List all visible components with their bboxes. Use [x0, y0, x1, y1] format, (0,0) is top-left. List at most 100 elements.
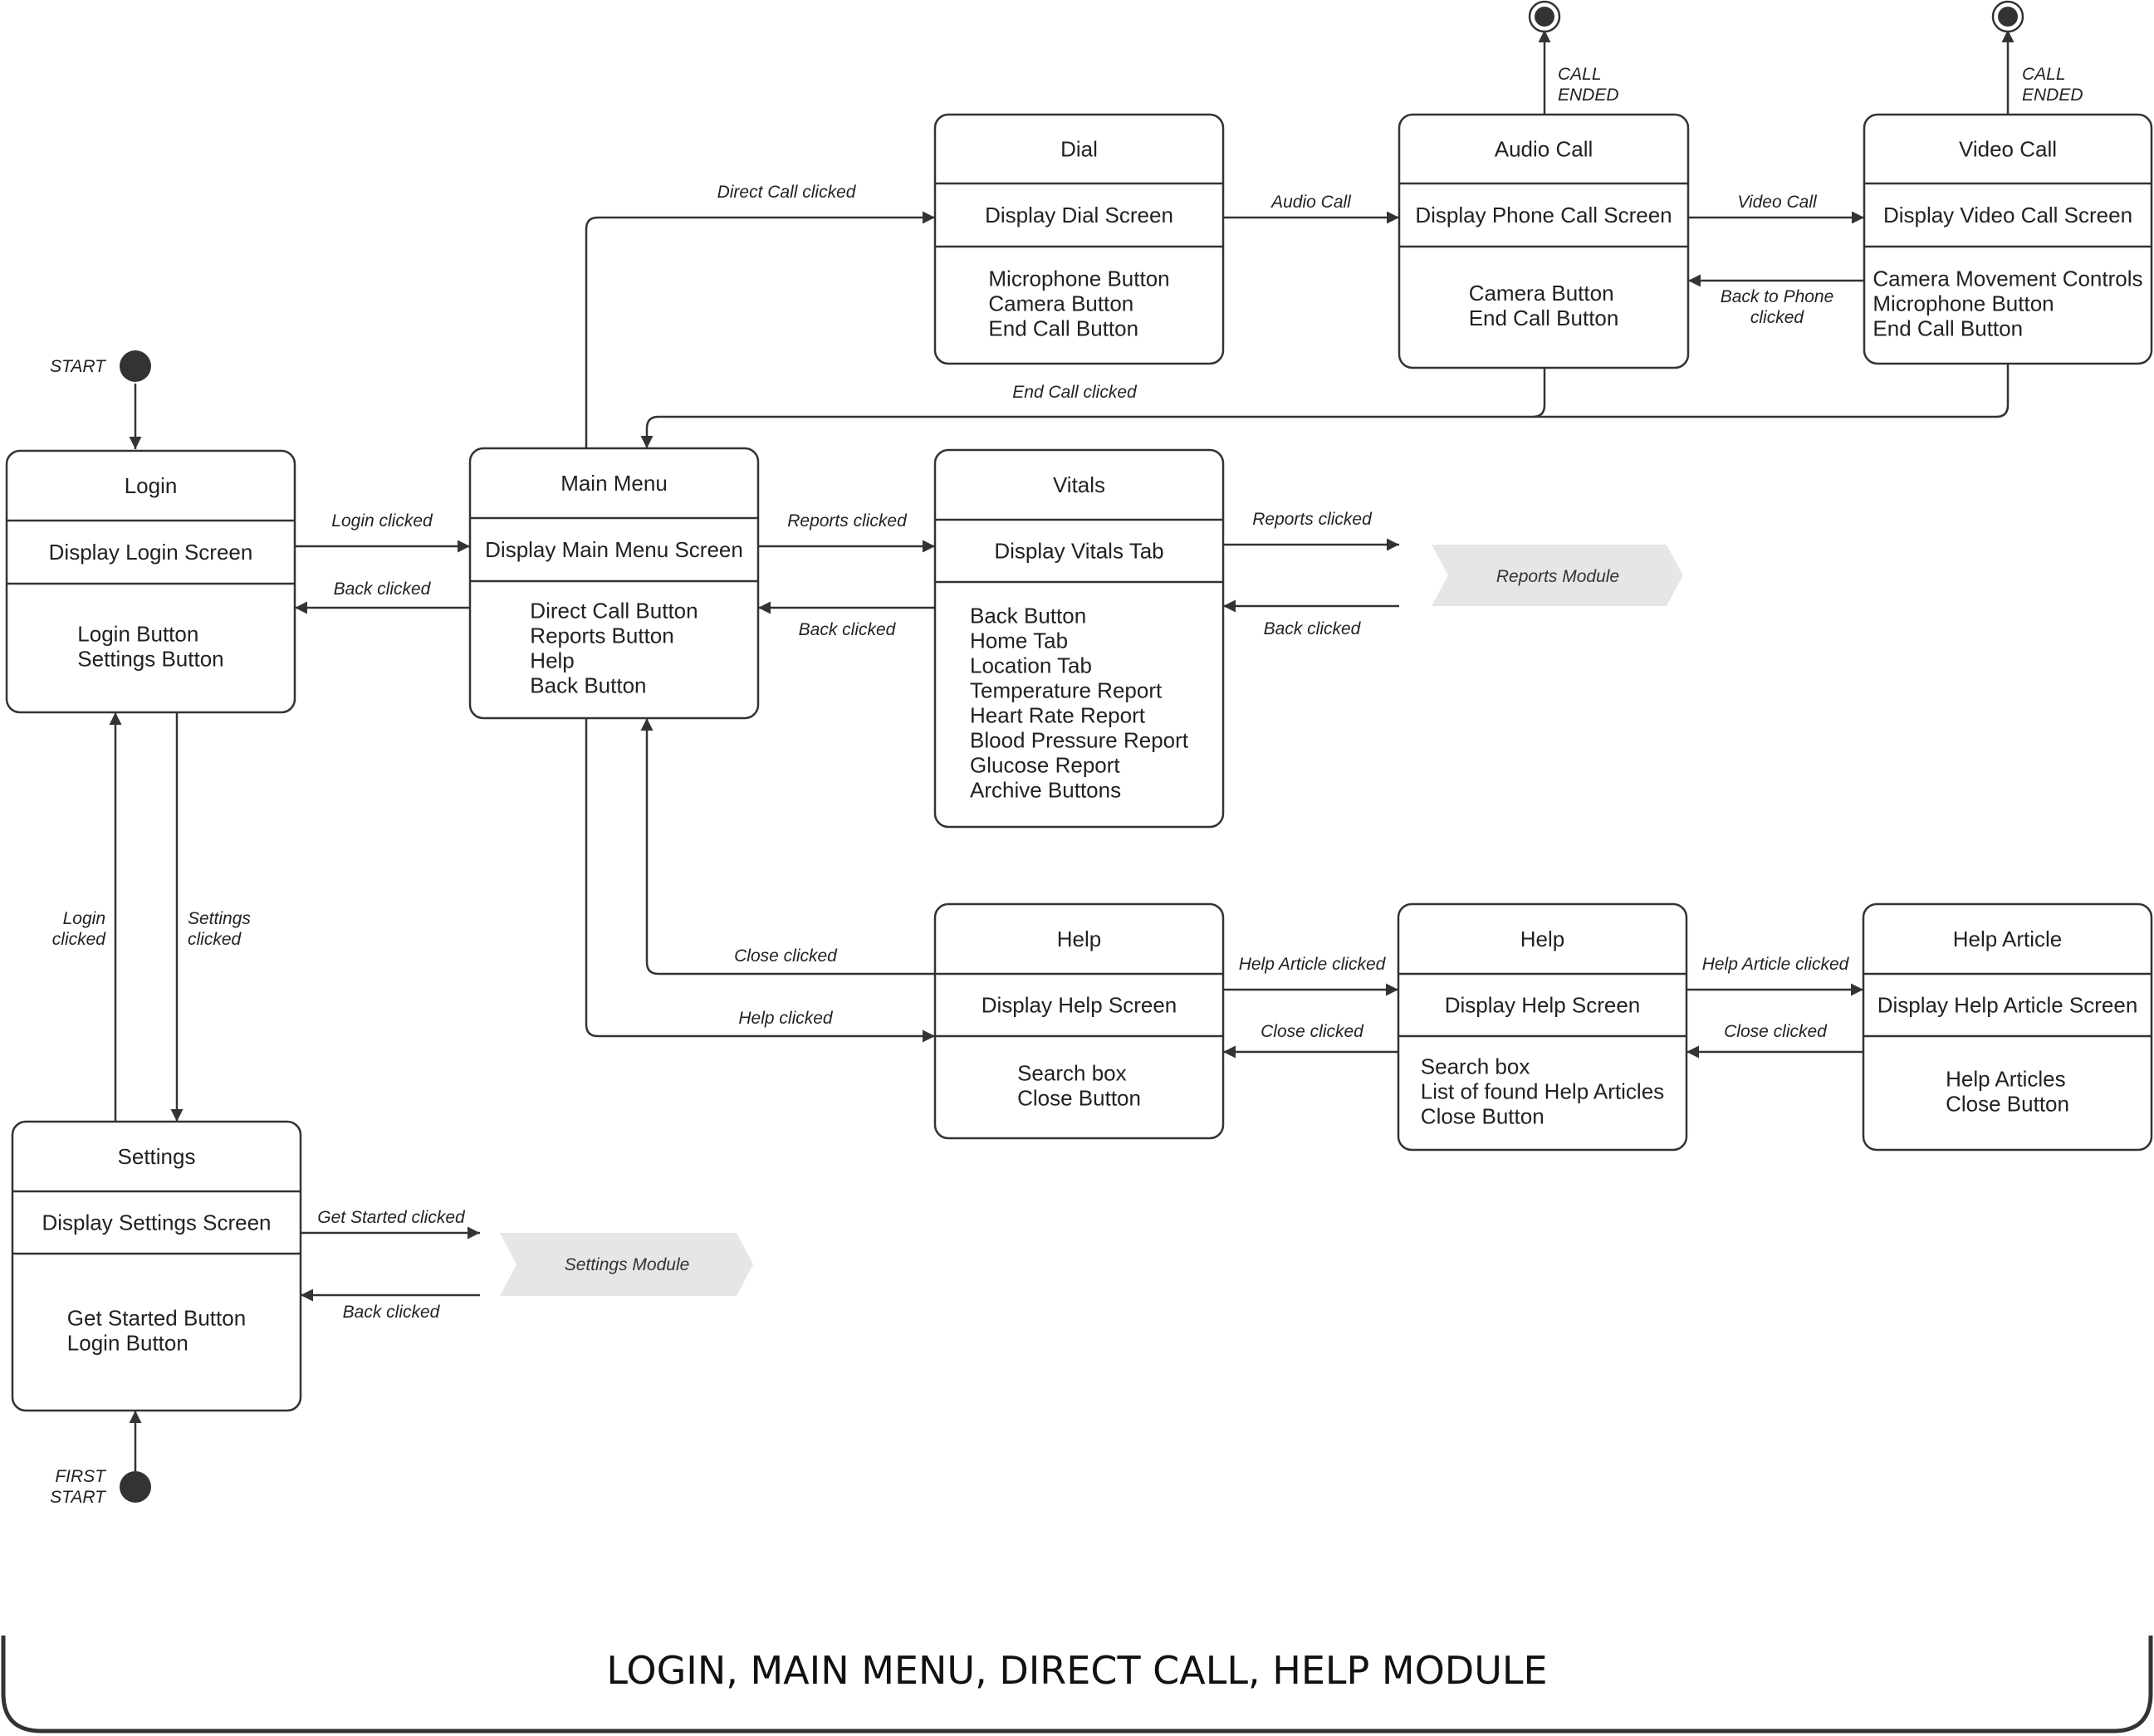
state-title: Video Call [1959, 137, 2057, 162]
settings-module: Settings Module [500, 1233, 753, 1296]
state-title: Login [125, 473, 178, 498]
state-title: Audio Call [1495, 137, 1593, 162]
edge-main-menu-to-dial [585, 211, 935, 448]
help-article-clicked-2-label: Help Article clicked [1702, 955, 1850, 974]
state-item: List of found Help Articles [1421, 1079, 1664, 1104]
state-action: Display Dial Screen [985, 203, 1173, 227]
audio-call-ended-label-line2: ENDED [1558, 86, 1619, 105]
video-call-ended-label-line1: CALL [2022, 65, 2066, 84]
audio-call-end-node [1528, 0, 1561, 33]
state-item: Blood Pressure Report [970, 728, 1189, 753]
state-item: Reports Button [530, 623, 673, 648]
state-item: End Call Button [1469, 306, 1619, 330]
back-to-phone-label-line2: clicked [1750, 308, 1805, 327]
back-clicked-settings-label: Back clicked [343, 1303, 441, 1322]
state-box [933, 113, 1225, 365]
state-item: Close Button [1946, 1092, 2069, 1117]
get-started-clicked-label: Get Started clicked [317, 1208, 466, 1227]
state-title: Settings [118, 1144, 196, 1169]
reports-clicked-menu-label: Reports clicked [787, 511, 908, 531]
state-item: Search box [1017, 1061, 1127, 1086]
state-item: Close Button [1421, 1104, 1545, 1129]
transition-labels: Login clicked Back clicked Direct Call c… [52, 183, 1850, 1322]
first-start-label-line1: FIRST [55, 1467, 107, 1486]
state-title: Main Menu [561, 471, 668, 496]
settings-clicked-vertical-label-line1: Settings [188, 909, 251, 928]
video-call-end-node [1991, 0, 2024, 33]
back-clicked-vitals-label: Back clicked [799, 620, 897, 639]
close-clicked-article-label: Close clicked [1724, 1022, 1828, 1041]
state-item: Camera Button [988, 291, 1133, 316]
first-start-node [120, 1471, 151, 1503]
settings-module-label: Settings Module [565, 1255, 690, 1274]
state-item: Microphone Button [1873, 291, 2054, 316]
state-item: Location Tab [970, 653, 1092, 678]
state-box [468, 447, 760, 720]
state-title: Help Article [1953, 927, 2063, 951]
state-title: Help [1520, 927, 1564, 951]
state-item: Login Button [67, 1331, 188, 1356]
state-box [1863, 113, 2153, 365]
state-title: Dial [1060, 137, 1098, 162]
direct-call-clicked-label: Direct Call clicked [717, 183, 857, 202]
state-item: Close Button [1017, 1086, 1141, 1111]
state-action: Display Login Screen [49, 540, 253, 565]
state-item: Glucose Report [970, 753, 1120, 778]
state-item: Back Button [530, 673, 646, 698]
state-item: Microphone Button [988, 267, 1169, 291]
state-box [933, 902, 1225, 1140]
footer-bracket [1, 1636, 2153, 1734]
pseudo-states: START FIRST START CALL ENDED CALL ENDED [50, 0, 2083, 1507]
state-box [933, 448, 1225, 829]
state-box [1397, 902, 1688, 1152]
state-item: Search box [1421, 1054, 1530, 1079]
state-action: Display Help Article Screen [1877, 993, 2138, 1018]
state-box [1862, 902, 2153, 1152]
state-action: Display Video Call Screen [1883, 203, 2132, 227]
end-call-clicked-label: End Call clicked [1012, 383, 1138, 402]
state-item: Login Button [77, 622, 198, 647]
edge-audio-end-call-to-main-menu [640, 368, 1546, 448]
close-clicked-help-label: Close clicked [734, 946, 838, 966]
settings-clicked-vertical-label-line2: clicked [188, 930, 242, 949]
state-item: Camera Movement Controls [1873, 267, 2142, 291]
back-to-phone-label-line1: Back to Phone [1721, 287, 1834, 306]
footer-title: LOGIN, MAIN MENU, DIRECT CALL, HELP MODU… [606, 1648, 1547, 1693]
state-action: Display Help Screen [982, 993, 1177, 1018]
edge-video-end-call-join [1533, 364, 2010, 418]
login-clicked-label: Login clicked [331, 511, 433, 531]
video-call-ended-label-line2: ENDED [2022, 86, 2083, 105]
state-action: Display Phone Call Screen [1415, 203, 1672, 227]
reports-module-label: Reports Module [1496, 567, 1619, 586]
edge-main-menu-to-help [585, 718, 935, 1043]
state-item: Direct Call Button [530, 599, 698, 623]
login-clicked-vertical-label-line2: clicked [52, 930, 107, 949]
state-item: Temperature Report [970, 678, 1163, 703]
video-call-label: Video Call [1737, 193, 1818, 212]
state-item: Camera Button [1469, 281, 1614, 306]
state-item: Get Started Button [67, 1306, 246, 1331]
state-item: Settings Button [77, 647, 223, 672]
first-start-label-line2: START [50, 1488, 107, 1507]
state-title: Vitals [1053, 472, 1105, 497]
state-item: Home Tab [970, 628, 1068, 653]
login-clicked-vertical-label-line1: Login [63, 909, 105, 928]
state-action: Display Main Menu Screen [485, 537, 743, 562]
state-box [11, 1120, 302, 1412]
